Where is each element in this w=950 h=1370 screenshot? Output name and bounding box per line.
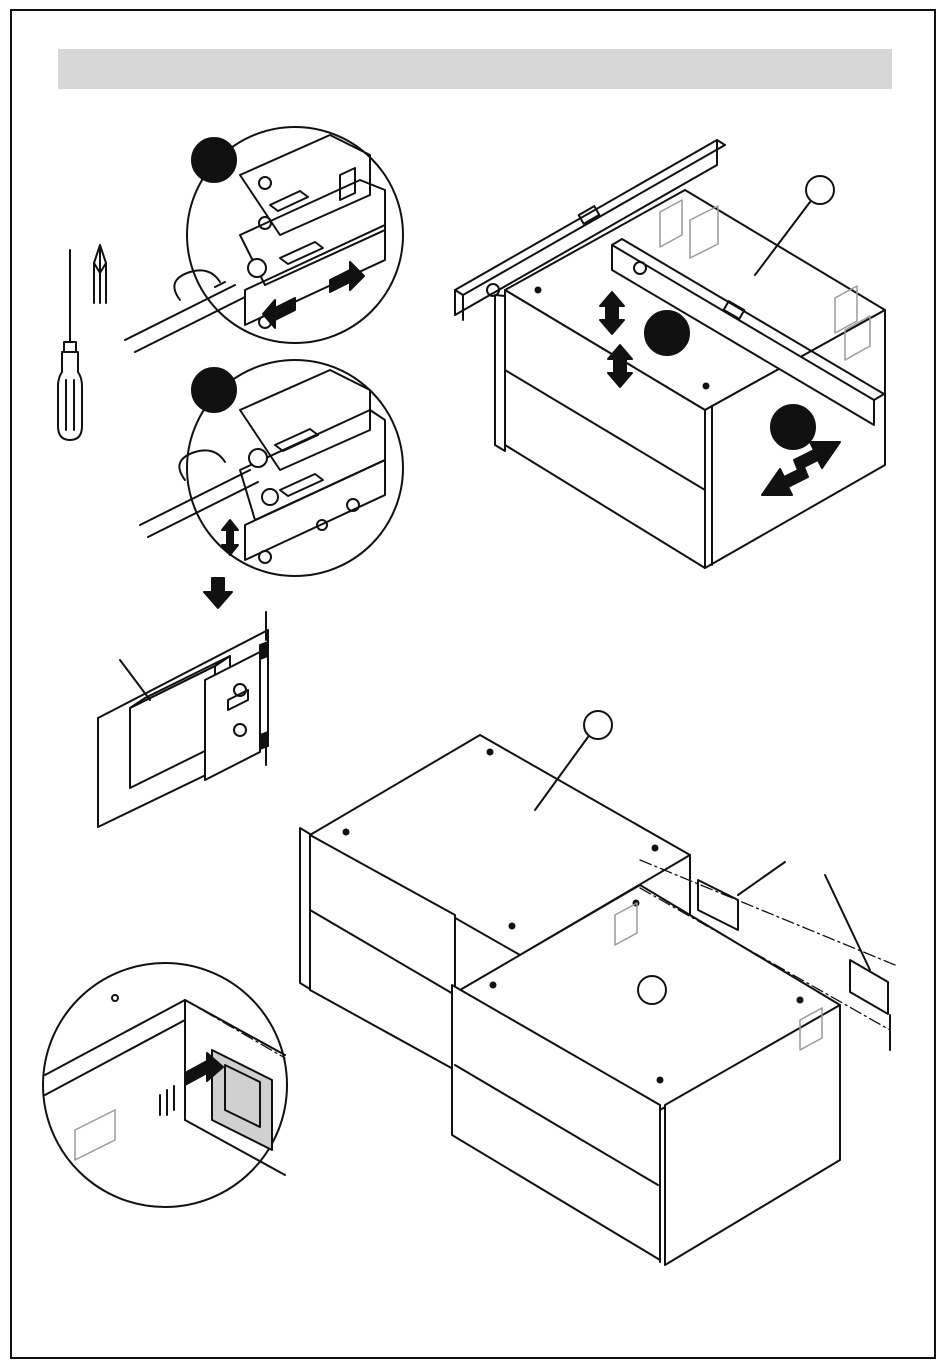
- step-marker-2: [192, 368, 236, 412]
- step-marker-1: [192, 138, 236, 182]
- step-marker-3: [645, 311, 689, 355]
- hinge-on-door: [98, 612, 268, 827]
- two-cabinets-joining: [300, 711, 895, 1265]
- arrow-icon: [204, 578, 232, 608]
- step-marker-4: [771, 405, 815, 449]
- detail-height-adjust: [140, 360, 403, 576]
- screwdriver-icon: [58, 250, 82, 440]
- detail-hinge-insert: [43, 963, 287, 1207]
- detail-depth-adjust: [125, 127, 403, 352]
- phillips-tip-icon: [94, 245, 106, 303]
